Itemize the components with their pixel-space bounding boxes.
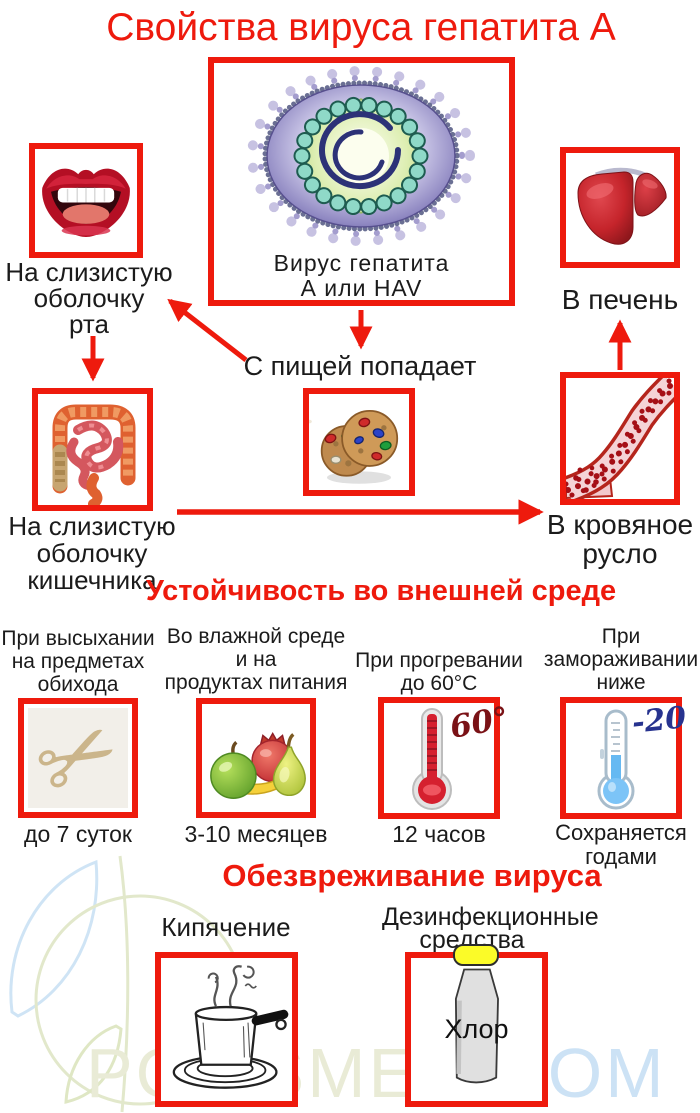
food-label: С пищей попадает: [243, 351, 477, 381]
virus-illustration: [247, 66, 475, 246]
lips-icon: [42, 168, 130, 237]
duration-line: годами: [585, 844, 657, 869]
resistance-duration-1: до 7 суток: [0, 821, 173, 848]
label-line: оболочку: [36, 538, 148, 568]
duration-line: до 7 суток: [24, 821, 132, 847]
resistance-caption-3: При прогревании до 60°С: [344, 649, 534, 695]
caption-line: продуктах питания: [164, 671, 348, 694]
label-line: оболочку: [33, 283, 145, 313]
page-title: Свойства вируса гепатита А: [106, 6, 616, 49]
blood-vessel-icon: [566, 378, 674, 499]
caption-line: и на: [235, 648, 277, 671]
thermometer-hot-icon: [412, 708, 452, 810]
thermometer-cold-box: -20: [560, 697, 688, 819]
duration-line: 3-10 месяцев: [184, 821, 328, 847]
resistance-duration-3: 12 часов: [344, 821, 534, 848]
disinfectant-label: Дезинфекционные средства: [382, 903, 599, 953]
mouth-box: [29, 143, 143, 258]
resistance-duration-4: Сохраняется годами: [524, 821, 700, 869]
resistance-caption-2: Во влажной среде и на продуктах питания: [161, 625, 351, 694]
cookies-box: [303, 388, 415, 496]
virus-caption-line: Вирус гепатита: [273, 250, 450, 276]
label-line: кишечника: [27, 565, 157, 595]
scissors-box: ✂: [18, 695, 138, 820]
caption-line: ниже: [596, 671, 646, 694]
resistance-title: Устойчивость во внешней среде: [145, 575, 617, 607]
mouth-target-label: На слизистую оболочку рта: [0, 259, 178, 337]
caption-line: При высыхании: [1, 627, 155, 650]
label-line: рта: [69, 309, 109, 339]
bottle-text: Хлор: [444, 1014, 509, 1044]
boiling-label: Кипячение: [161, 912, 291, 942]
thermometer-cold-icon: [597, 709, 635, 810]
thermometer-hot-box: 60°: [378, 697, 511, 819]
intestines-icon: [52, 404, 136, 505]
liver-box: [560, 147, 680, 268]
label-line: На слизистую: [5, 257, 173, 287]
liver-icon: [577, 167, 667, 245]
virus-caption-line: А или HAV: [300, 275, 423, 301]
label-line: Дезинфекционные: [382, 903, 599, 931]
blood-vessel-box: [560, 372, 680, 505]
caption-line: на предметах: [11, 650, 145, 673]
virus-caption: Вирус гепатита А или HAV: [214, 251, 509, 301]
duration-line: 12 часов: [392, 821, 486, 847]
intestine-target-label: На слизистую оболочку кишечника: [2, 513, 182, 594]
chlorine-box: Хлор: [405, 952, 548, 1107]
resistance-caption-1: При высыхании на предметах обихода: [0, 627, 173, 696]
caption-line: При прогревании: [355, 649, 523, 672]
virus-box: Вирус гепатита А или HAV: [208, 57, 515, 306]
duration-line: Сохраняется: [555, 820, 687, 845]
liver-label: В печень: [561, 284, 679, 315]
caption-line: Во влажной среде: [166, 625, 346, 648]
blood-target-label: В кровяное русло: [530, 510, 700, 568]
caption-line: до 60°С: [400, 672, 478, 695]
cookies-icon: [309, 410, 399, 484]
caption-line: При замораживании: [543, 625, 699, 671]
leaf-logo-decoration: [9, 855, 246, 1113]
boiling-pot-icon: [172, 965, 289, 1089]
intestine-box: [32, 388, 153, 511]
label-line: русло: [582, 538, 658, 569]
thermometer-cold-note: -20: [630, 700, 688, 741]
neutralization-title: Обезвреживание вируса: [222, 858, 602, 893]
scissors-panel: ✂: [19, 695, 136, 820]
fruits-icon: [210, 731, 306, 799]
label-line: В кровяное: [546, 509, 694, 540]
chlorine-bottle-icon: [454, 968, 499, 1084]
boiling-pot-box: [155, 952, 298, 1107]
scissors-icon: ✂: [19, 695, 137, 820]
label-line: На слизистую: [8, 511, 176, 541]
resistance-duration-2: 3-10 месяцев: [161, 821, 351, 848]
caption-line: обихода: [37, 673, 119, 696]
bottle-cap: [453, 944, 499, 966]
fruits-box: [196, 698, 316, 818]
